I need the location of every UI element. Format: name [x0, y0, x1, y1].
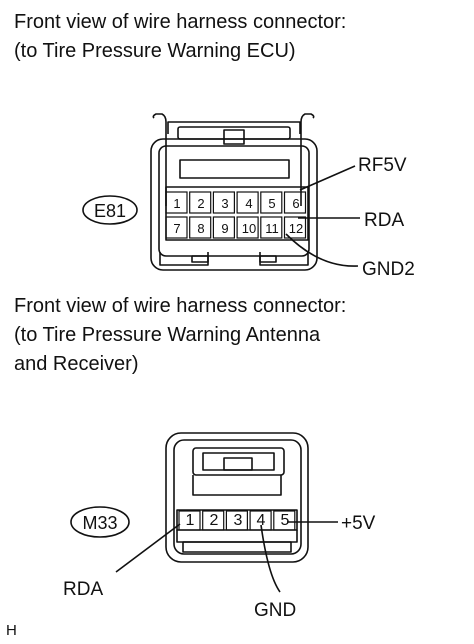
- connector-m33-id-badge: [70, 506, 130, 538]
- connector-m33-caption: Front view of wire harness connector: (t…: [14, 292, 346, 379]
- connector-e81-id-badge: [82, 195, 138, 225]
- caption-line: (to Tire Pressure Warning ECU): [14, 40, 296, 62]
- e81-pin-cell: [283, 191, 307, 214]
- m33-pin-cell: [249, 510, 272, 531]
- e81-pin-cell: [165, 191, 188, 214]
- gnd2-leader-line: [285, 233, 359, 267]
- label-plus5v: +5V: [341, 513, 376, 534]
- connector-e81-pin-grid: [165, 191, 307, 239]
- e81-pin-6: 6: [292, 196, 299, 211]
- connector-m33-housing: [165, 432, 309, 563]
- e81-pin-cell: [212, 216, 235, 239]
- e81-pin-10: 10: [242, 221, 256, 236]
- caption-line: Front view of wire harness connector:: [14, 295, 347, 317]
- m33-pin-1: 1: [186, 512, 195, 529]
- connector-e81-housing: [150, 113, 318, 271]
- label-m33-rda: RDA: [63, 579, 103, 600]
- caption-line: (to Tire Pressure Warning Antenna: [14, 324, 321, 346]
- e81-pin-3: 3: [221, 196, 228, 211]
- connector-e81-id: E81: [94, 201, 126, 221]
- connector-m33-pin-numbers: 1 2 3 4 5: [186, 512, 290, 529]
- e81-pin-5: 5: [268, 196, 275, 211]
- e81-pin-cell: [189, 216, 212, 239]
- label-rda: RDA: [364, 210, 404, 231]
- e81-pin-cell: [260, 191, 283, 214]
- e81-pin-4: 4: [245, 196, 252, 211]
- m33-rda-leader-line: [115, 523, 181, 573]
- m33-pin-cell: [273, 510, 296, 531]
- m33-pin-5: 5: [281, 512, 290, 529]
- m33-pin-cell: [225, 510, 248, 531]
- connector-e81-pin-numbers: 1 2 3 4 5 6 7 8 9 10 11 12: [173, 196, 303, 236]
- e81-pin-11: 11: [265, 221, 279, 236]
- e81-pin-cell: [236, 216, 259, 239]
- connector-m33-pin-grid: [178, 510, 296, 531]
- connector-e81-caption: Front view of wire harness connector: (t…: [14, 8, 346, 66]
- m33-pin-3: 3: [234, 512, 243, 529]
- connector-m33-id: M33: [82, 513, 117, 533]
- m33-pin-4: 4: [257, 512, 266, 529]
- m33-pin-cell: [178, 510, 201, 531]
- e81-pin-cell: [165, 216, 188, 239]
- e81-pin-cell: [283, 216, 307, 239]
- e81-pin-cell: [236, 191, 259, 214]
- e81-pin-cell: [189, 191, 212, 214]
- e81-pin-1: 1: [173, 196, 180, 211]
- figure-code: H: [6, 622, 17, 639]
- m33-gnd-leader-line: [260, 524, 281, 593]
- e81-pin-7: 7: [173, 221, 180, 236]
- e81-pin-9: 9: [221, 221, 228, 236]
- m33-pin-cell: [202, 510, 225, 531]
- e81-pin-8: 8: [197, 221, 204, 236]
- label-gnd: GND: [254, 600, 296, 621]
- e81-pin-cell: [212, 191, 235, 214]
- caption-line: and Receiver): [14, 353, 139, 375]
- e81-pin-cell: [260, 216, 283, 239]
- caption-line: Front view of wire harness connector:: [14, 11, 347, 33]
- rf5v-leader-line: [299, 165, 356, 191]
- label-gnd2: GND2: [362, 259, 415, 280]
- e81-pin-12: 12: [289, 221, 303, 236]
- label-rf5v: RF5V: [358, 155, 407, 176]
- e81-pin-2: 2: [197, 196, 204, 211]
- m33-pin-2: 2: [210, 512, 219, 529]
